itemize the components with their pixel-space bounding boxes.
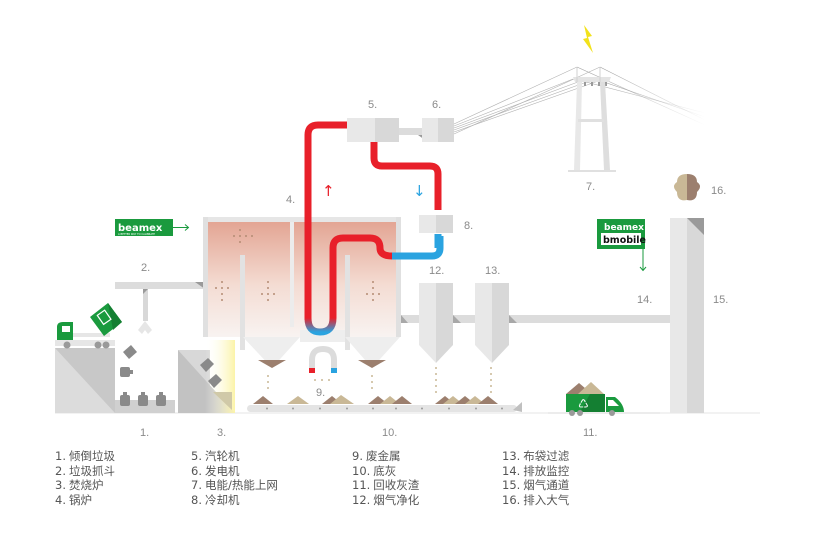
label-11: 11. [583, 427, 597, 439]
label-13: 13. [485, 265, 500, 277]
waste-crane [115, 282, 205, 334]
bag-filter [475, 283, 509, 363]
flow-arrows: ↑ ↓ [322, 182, 426, 200]
legend-item: 3.焚烧炉 [55, 478, 104, 492]
down-arrow-icon: ↓ [413, 182, 426, 200]
label-16: 16. [711, 185, 726, 197]
svg-text:beamex: beamex [118, 223, 163, 234]
flue-gas-cleaning [419, 283, 453, 363]
bottom-ash-conveyor [247, 367, 522, 412]
label-12: 12. [429, 265, 444, 277]
legend-item: 4.锅炉 [55, 492, 92, 507]
legend-item: 9.废金属 [352, 449, 401, 463]
legend-item: 15.烟气通道 [502, 478, 570, 492]
recycle-icon: ♺ [578, 397, 589, 411]
lightning-icon [583, 25, 593, 53]
label-9: 9. [316, 387, 325, 399]
flue-duct [401, 315, 678, 331]
beamex-bmobile-badge[interactable]: beamex bmobile [597, 219, 647, 272]
label-14: 14. [637, 294, 652, 306]
legend-item: 2.垃圾抓斗 [55, 463, 115, 478]
legend-item: 8.冷却机 [191, 492, 240, 507]
legend-item: 7.电能/热能上网 [191, 478, 278, 492]
legend-column-4: 13.布袋过滤 14.排放监控 15.烟气通道 16.排入大气 [502, 449, 569, 507]
up-arrow-icon: ↑ [322, 182, 335, 200]
legend-column-1: 1.倾倒垃圾 2.垃圾抓斗 3.焚烧炉 4.锅炉 [55, 449, 115, 507]
incinerator-feed [178, 340, 235, 413]
legend-item: 5.汽轮机 [191, 449, 240, 463]
legend-item: 16.排入大气 [502, 492, 570, 507]
scrap-metal-magnet [309, 345, 337, 381]
power-pylon [453, 66, 706, 172]
label-3: 3. [217, 427, 226, 439]
legend-column-3: 9.废金属 10.底灰 11.回收灰渣 12.烟气净化 [352, 449, 419, 507]
svg-text:A BETTER WAY TO CALIBRATE: A BETTER WAY TO CALIBRATE [118, 232, 155, 236]
label-1: 1. [140, 427, 149, 439]
label-10: 10. [382, 427, 397, 439]
legend-item: 1.倾倒垃圾 [55, 449, 115, 463]
label-7: 7. [586, 181, 595, 193]
label-4: 4. [286, 194, 295, 206]
legend-item: 13.布袋过滤 [502, 449, 570, 463]
ash-recovery-truck: ♺ [548, 382, 660, 416]
legend-column-2: 5.汽轮机 6.发电机 7.电能/热能上网 8.冷却机 [191, 449, 278, 507]
legend-item: 11.回收灰渣 [352, 478, 420, 492]
generator [422, 118, 454, 142]
label-2: 2. [141, 262, 150, 274]
legend-item: 10.底灰 [352, 463, 397, 478]
turbine-generator-shaft [399, 128, 425, 140]
garbage-truck-tipping [55, 303, 122, 349]
label-5: 5. [368, 99, 377, 111]
legend-item: 14.排放监控 [502, 463, 570, 478]
chimney [670, 218, 704, 413]
legend-item: 12.烟气净化 [352, 492, 420, 507]
label-8: 8. [464, 220, 473, 232]
beamex-logo-badge[interactable]: beamex A BETTER WAY TO CALIBRATE [115, 219, 190, 236]
tipping-area [55, 345, 175, 413]
label-15: 15. [713, 294, 728, 306]
svg-text:beamex: beamex [604, 223, 644, 233]
label-6: 6. [432, 99, 441, 111]
turbine [347, 118, 399, 142]
svg-text:bmobile: bmobile [603, 235, 646, 246]
legend-item: 6.发电机 [191, 463, 240, 478]
emission-smoke [674, 174, 700, 201]
cooler [419, 215, 453, 233]
